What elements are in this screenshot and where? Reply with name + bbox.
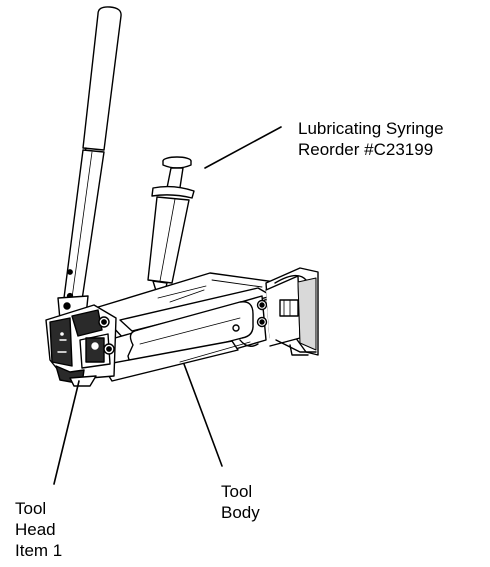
leader-lines [53,126,282,485]
label-lubricating-syringe: Lubricating Syringe Reorder #C23199 [298,118,444,160]
label-body-line2: Body [221,503,260,522]
label-syringe-line1: Lubricating Syringe [298,119,444,138]
tool-body [94,272,293,382]
label-body-line1: Tool [221,482,253,501]
label-syringe-line2: Reorder #C23199 [298,140,434,159]
label-head-line2: Head [15,520,56,539]
leader-head [53,380,80,485]
label-head-line1: Tool [15,499,47,518]
label-tool-head: Tool Head Item 1 [15,498,62,561]
hydraulic-fitting [265,267,319,356]
label-tool-body: Tool Body [221,481,260,523]
label-head-line3: Item 1 [15,541,63,560]
leader-body [183,363,223,467]
handle [57,6,122,321]
leader-syringe [204,126,282,169]
tool-head [45,304,117,387]
lubricating-syringe [147,156,195,307]
